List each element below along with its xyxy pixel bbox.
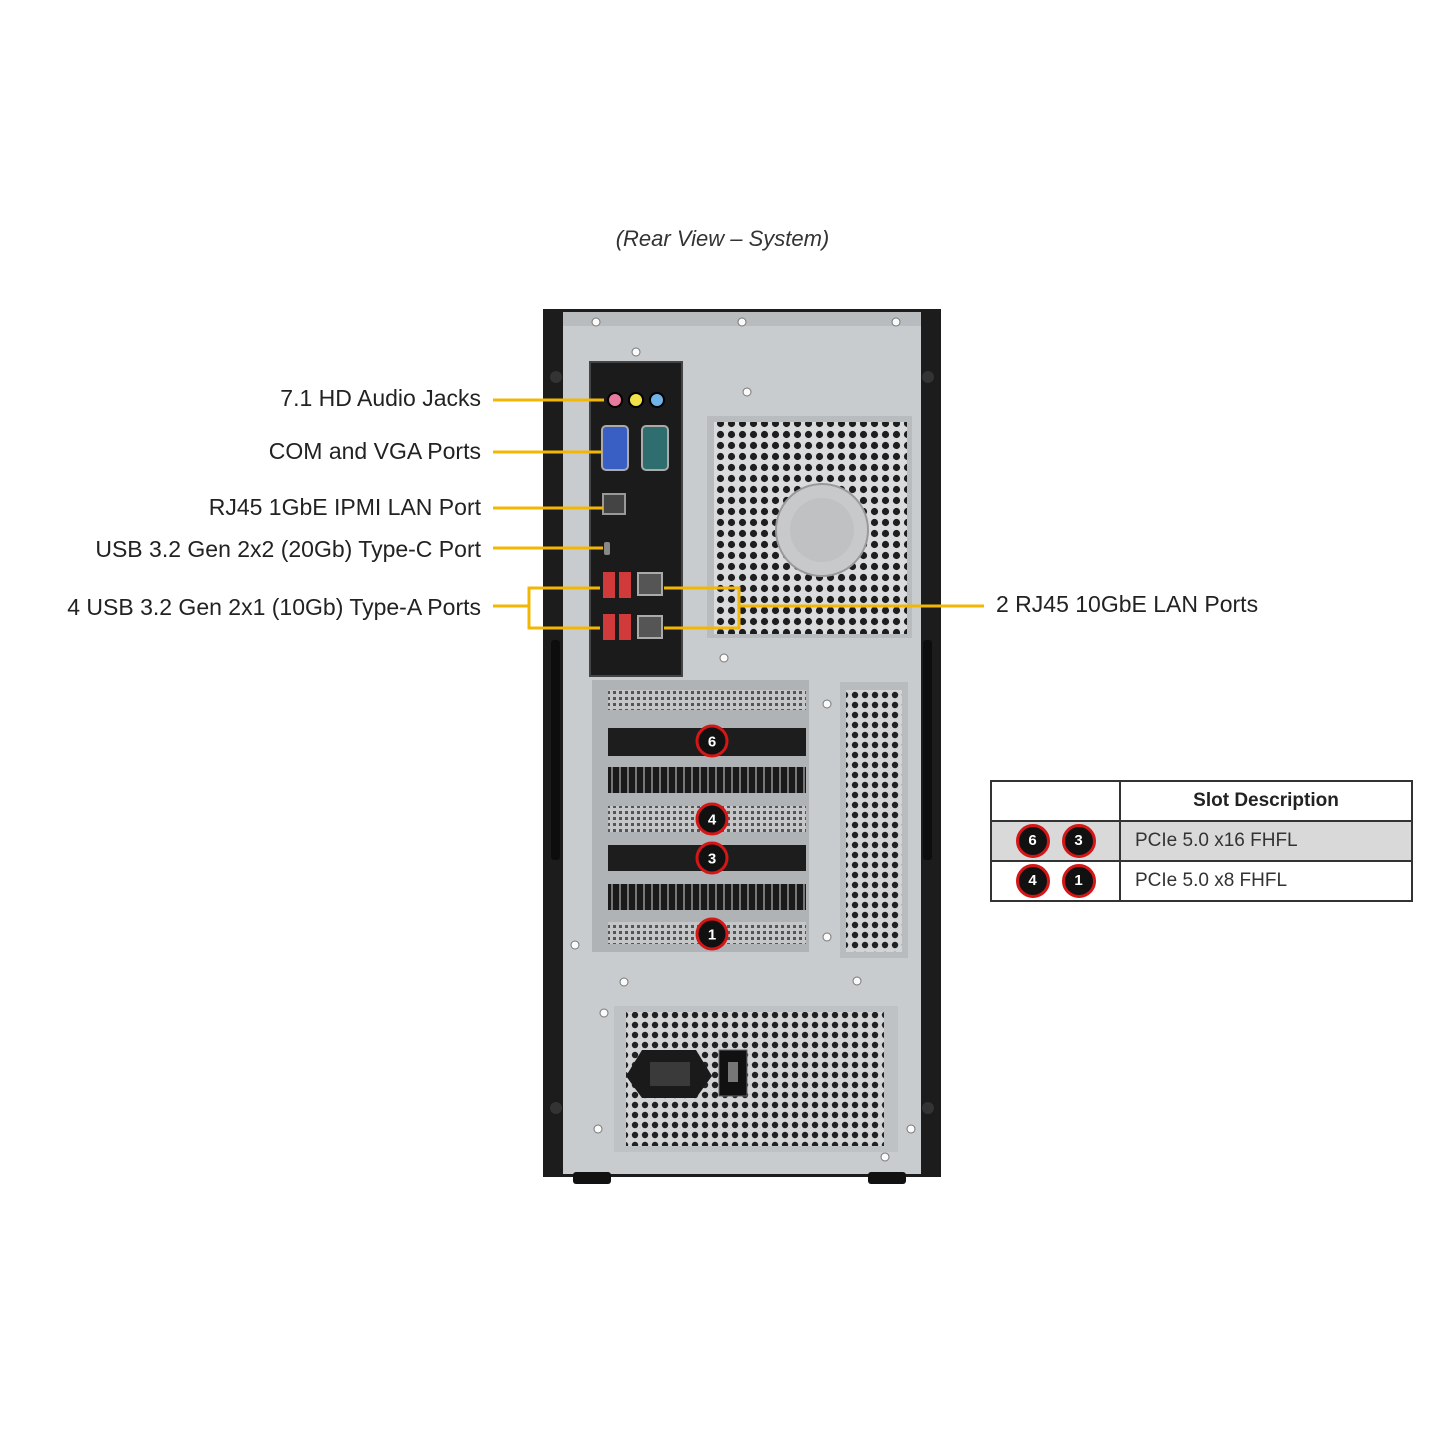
table-header-row: Slot Description (990, 780, 1413, 822)
table-header-description: Slot Description (1119, 780, 1413, 822)
label-usb-a-ports: 4 USB 3.2 Gen 2x1 (10Gb) Type-A Ports (67, 594, 481, 620)
table-cell-description: PCIe 5.0 x16 FHFL (1119, 820, 1413, 862)
diagram-caption: (Rear View – System) (615, 226, 830, 251)
slot-badge-4: 4 (695, 802, 729, 836)
lan-10g-port (637, 572, 663, 596)
label-lan-10g-ports: 2 RJ45 10GbE LAN Ports (996, 591, 1259, 617)
slot-badge-label: 6 (708, 734, 716, 751)
audio-jack-yellow (628, 392, 644, 408)
usb-a-port (619, 572, 631, 598)
slot-badge-6: 6 (695, 724, 729, 758)
slot-badge-label: 3 (708, 851, 716, 868)
lan-10g-port (637, 615, 663, 639)
callout-usb-a-bracket (527, 586, 600, 630)
audio-jack-blue (649, 392, 665, 408)
power-supply (614, 1006, 898, 1152)
com-port (641, 425, 669, 471)
side-vent-holes (846, 690, 902, 952)
slot-badge-1: 1 (695, 917, 729, 951)
label-com-vga-ports: COM and VGA Ports (268, 438, 481, 464)
label-audio-jacks: 7.1 HD Audio Jacks (280, 385, 481, 411)
io-shield (589, 361, 683, 677)
usb-c-port (604, 542, 610, 555)
slot-badge-label: 1 (708, 927, 716, 944)
slot-badge-3: 3 (695, 841, 729, 875)
usb-a-port (603, 572, 615, 598)
callout-lan-bracket (664, 586, 741, 630)
callout-lines (493, 398, 984, 630)
slot-badge: 4 (1015, 864, 1050, 898)
vga-port (601, 425, 629, 471)
table-cell-description: PCIe 5.0 x8 FHFL (1119, 860, 1413, 902)
slot-badge-label: 4 (708, 812, 717, 829)
fan-grille (707, 416, 912, 638)
table-header-slots (990, 780, 1121, 822)
usb-a-port (603, 614, 615, 640)
usb-a-port (619, 614, 631, 640)
ipmi-lan-port (602, 493, 626, 515)
slot-badge: 3 (1061, 824, 1096, 858)
audio-jack-pink (607, 392, 623, 408)
slot-badges: 6 4 3 1 (695, 724, 729, 951)
slot-badge: 1 (1061, 864, 1096, 898)
slot-badge: 6 (1015, 824, 1050, 858)
label-ipmi-lan-port: RJ45 1GbE IPMI LAN Port (208, 494, 481, 520)
label-usb-c-port: USB 3.2 Gen 2x2 (20Gb) Type-C Port (95, 536, 481, 562)
